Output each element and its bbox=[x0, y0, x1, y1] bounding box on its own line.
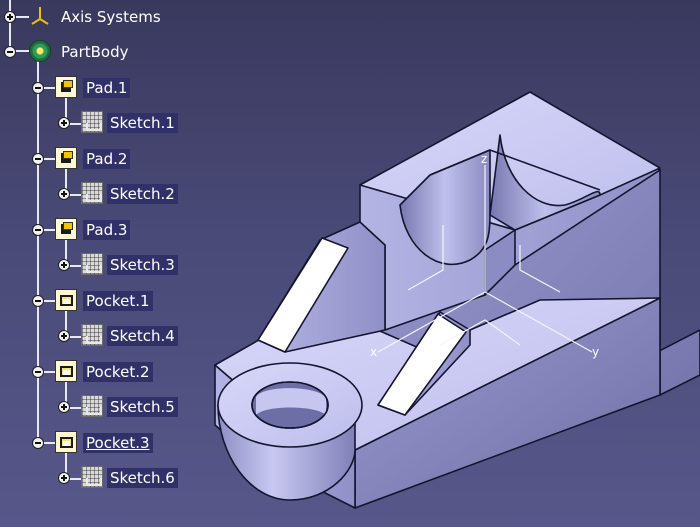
tree-node-pad[interactable]: Pad.1 bbox=[0, 76, 200, 100]
pocket-icon bbox=[55, 289, 77, 311]
axis-z-label: z bbox=[481, 152, 487, 166]
sketch-icon bbox=[81, 253, 103, 275]
collapse-toggle[interactable] bbox=[4, 46, 16, 58]
tree-label-sketch: Sketch.3 bbox=[107, 255, 178, 275]
tree-label-feature: Pad.3 bbox=[83, 220, 131, 240]
tree-node-sketch[interactable]: Sketch.3 bbox=[0, 253, 200, 277]
tree-line-root bbox=[9, 0, 11, 52]
sketch-icon bbox=[81, 466, 103, 488]
tree-node-axis-systems[interactable]: Axis Systems bbox=[0, 5, 180, 29]
sketch-icon bbox=[81, 395, 103, 417]
tree-node-partbody[interactable]: PartBody bbox=[0, 40, 180, 64]
u-slot bbox=[399, 149, 491, 266]
tree-node-sketch[interactable]: Sketch.5 bbox=[0, 395, 200, 419]
tree-label-axis-systems: Axis Systems bbox=[61, 8, 161, 26]
pocket-icon bbox=[55, 431, 77, 453]
pad-icon bbox=[55, 218, 77, 240]
tree-label-feature: Pad.1 bbox=[83, 78, 131, 98]
tree-node-pocket[interactable]: Pocket.3 bbox=[0, 431, 200, 455]
tree-node-pocket[interactable]: Pocket.1 bbox=[0, 289, 200, 313]
collapse-toggle[interactable] bbox=[32, 295, 44, 307]
tree-label-partbody: PartBody bbox=[61, 43, 129, 61]
tree-line-partbody bbox=[37, 58, 39, 442]
axis-y-label: y bbox=[592, 345, 599, 359]
tree-label-sketch: Sketch.4 bbox=[107, 326, 178, 346]
expand-toggle[interactable] bbox=[58, 330, 70, 342]
sketch-icon bbox=[81, 324, 103, 346]
part-model[interactable] bbox=[214, 91, 700, 509]
tree-label-feature: Pocket.3 bbox=[83, 433, 153, 453]
right-rib-face bbox=[377, 313, 467, 416]
sketch-icon bbox=[81, 111, 103, 133]
collapse-toggle[interactable] bbox=[32, 437, 44, 449]
pad-icon bbox=[55, 76, 77, 98]
expand-toggle[interactable] bbox=[4, 11, 16, 23]
expand-toggle[interactable] bbox=[58, 117, 70, 129]
expand-toggle[interactable] bbox=[58, 259, 70, 271]
tree-node-sketch[interactable]: Sketch.4 bbox=[0, 324, 200, 348]
tree-label-sketch: Sketch.1 bbox=[107, 113, 178, 133]
collapse-toggle[interactable] bbox=[32, 224, 44, 236]
tree-node-sketch[interactable]: Sketch.2 bbox=[0, 182, 200, 206]
tree-node-pad[interactable]: Pad.3 bbox=[0, 218, 200, 242]
tree-label-sketch: Sketch.5 bbox=[107, 397, 178, 417]
tree-label-feature: Pad.2 bbox=[83, 149, 131, 169]
axis-system-icon bbox=[31, 7, 49, 25]
collapse-toggle[interactable] bbox=[32, 82, 44, 94]
tree-label-sketch: Sketch.2 bbox=[107, 184, 178, 204]
tree-node-pocket[interactable]: Pocket.2 bbox=[0, 360, 200, 384]
axis-x-label: x bbox=[370, 345, 377, 359]
expand-toggle[interactable] bbox=[58, 188, 70, 200]
tree-label-feature: Pocket.2 bbox=[83, 362, 153, 382]
collapse-toggle[interactable] bbox=[32, 366, 44, 378]
pocket-icon bbox=[55, 360, 77, 382]
tree-node-sketch[interactable]: Sketch.6 bbox=[0, 466, 200, 490]
pad-icon bbox=[55, 147, 77, 169]
tree-label-sketch: Sketch.6 bbox=[107, 468, 178, 488]
left-rib-face bbox=[257, 237, 349, 353]
axis-system bbox=[377, 165, 593, 353]
collapse-toggle[interactable] bbox=[32, 153, 44, 165]
tree-label-feature: Pocket.1 bbox=[83, 291, 153, 311]
u-slot-right bbox=[489, 134, 601, 231]
part-body-icon bbox=[29, 40, 51, 62]
tree-node-sketch[interactable]: Sketch.1 bbox=[0, 111, 200, 135]
expand-toggle[interactable] bbox=[58, 472, 70, 484]
expand-toggle[interactable] bbox=[58, 401, 70, 413]
sketch-icon bbox=[81, 182, 103, 204]
tree-node-pad[interactable]: Pad.2 bbox=[0, 147, 200, 171]
